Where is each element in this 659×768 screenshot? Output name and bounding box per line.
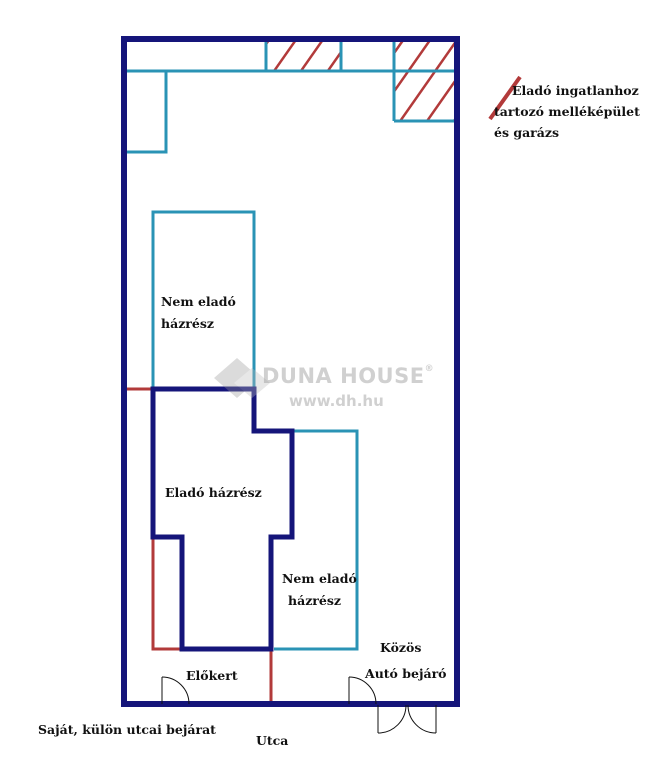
entrance-door-icon [161,676,190,705]
watermark-registered: ® [424,364,435,374]
label-line: Nem eladó [161,294,236,309]
driveway-label: Autó bejáró [365,666,447,681]
common-label: Közös [380,640,422,655]
legend-line: Eladó ingatlanhoz [512,83,639,98]
for-sale-label: Eladó házrész [165,485,262,500]
legend-line: és garázs [494,125,560,140]
not-for-sale-upper-label: Nem eladó házrész [161,291,236,335]
label-line: Nem eladó [282,571,357,586]
for-sale-outline [150,386,295,652]
street-label: Utca [256,733,289,748]
driveway-gate-icon [377,704,437,734]
driveway-door-icon [348,676,377,705]
not-for-sale-lower-label: Nem eladó házrész [282,568,357,612]
own-entrance-label: Saját, külön utcai bejárat [38,722,216,737]
legend-line: tartozó melléképület [494,104,640,119]
legend-hatch-icon [488,75,522,121]
watermark-url: www.dh.hu [289,392,384,410]
garage-corner [394,40,456,121]
watermark-brand: DUNA HOUSE® [262,364,434,388]
top-structures [124,40,456,154]
outbuilding-top [266,40,341,71]
property-lines [124,387,273,704]
watermark-logo-icon [214,358,270,398]
not-for-sale-upper-outline [151,210,256,389]
not-for-sale-lower-outline [274,429,359,651]
plot-boundary [121,36,460,707]
front-garden-label: Előkert [186,668,238,683]
watermark-brand-text: DUNA HOUSE [262,364,425,388]
legend-label: Eladó ingatlanhoz tartozó melléképület é… [494,80,640,143]
label-line: házrész [288,593,341,608]
label-line: házrész [161,316,214,331]
